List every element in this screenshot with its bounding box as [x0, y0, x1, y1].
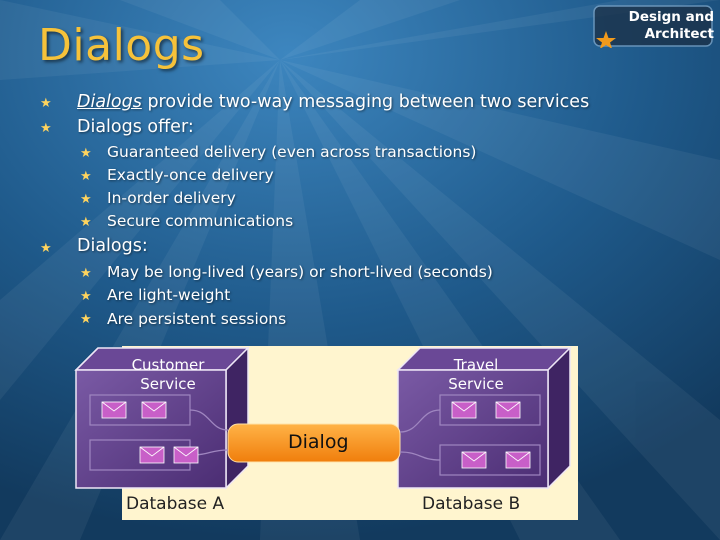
star-icon: ★	[80, 289, 92, 304]
star-icon: ★	[80, 192, 92, 207]
envelope-icon	[139, 446, 165, 464]
star-icon: ★	[40, 241, 52, 256]
sub-bullet: Are light-weight	[107, 286, 231, 304]
label-line: Service	[140, 375, 196, 393]
badge-line-2: Architect	[644, 26, 714, 42]
database-a-label: Database A	[126, 494, 225, 514]
customer-service-label: Customer Service	[112, 356, 224, 394]
sub-bullet: Are persistent sessions	[107, 310, 287, 328]
envelope-icon	[173, 446, 199, 464]
sub-bullet: Guaranteed delivery (even across transac…	[107, 143, 477, 161]
badge-line-1: Design and	[628, 9, 714, 25]
label-line: Service	[448, 375, 504, 393]
travel-service-label: Travel Service	[430, 356, 522, 394]
star-icon: ★	[40, 121, 52, 136]
envelope-icon	[451, 401, 477, 419]
star-icon: ★	[80, 266, 92, 281]
sub-bullet: In-order delivery	[107, 189, 236, 207]
sub-bullet: May be long-lived (years) or short-lived…	[107, 263, 493, 281]
star-icon: ★	[80, 215, 92, 230]
envelope-icon	[101, 401, 127, 419]
label-line: Customer	[131, 356, 205, 374]
badge-text: Design and Architect	[612, 9, 714, 43]
star-icon: ★	[80, 169, 92, 184]
envelope-icon	[505, 451, 531, 469]
envelope-icon	[495, 401, 521, 419]
envelope-icon	[461, 451, 487, 469]
star-icon: ★	[40, 96, 52, 111]
envelope-icon	[141, 401, 167, 419]
sub-bullet: Exactly-once delivery	[107, 166, 274, 184]
message-queue	[399, 394, 541, 476]
sub-bullet: Secure communications	[107, 212, 294, 230]
bullet-2: Dialogs offer:	[77, 117, 194, 137]
bullet-1-text: provide two-way messaging between two se…	[147, 92, 590, 112]
dialog-connector	[227, 423, 401, 463]
design-architect-badge	[593, 5, 713, 48]
label-line: Travel	[453, 356, 499, 374]
star-icon: ★	[80, 312, 92, 327]
dialogs-link[interactable]: Dialogs	[77, 92, 142, 112]
bullet-3: Dialogs:	[77, 236, 148, 256]
star-icon: ★	[80, 146, 92, 161]
database-b-label: Database B	[422, 494, 521, 514]
bullet-1: Dialogs provide two-way messaging betwee…	[77, 92, 589, 112]
slide-title: Dialogs	[38, 20, 205, 71]
star-icon	[596, 31, 616, 48]
dialog-label: Dialog	[288, 431, 349, 453]
